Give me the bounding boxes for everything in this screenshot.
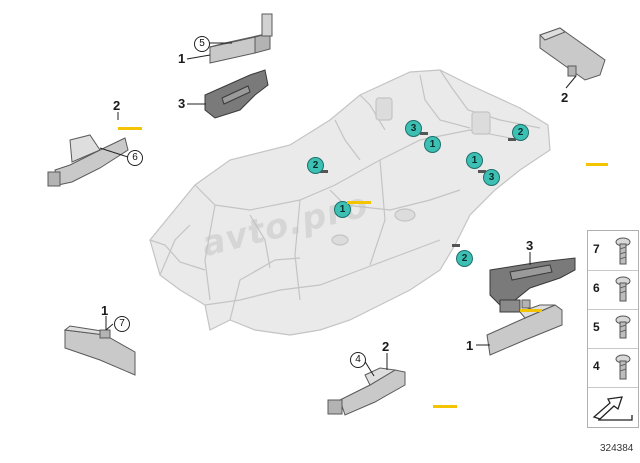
highlight-mark	[520, 309, 542, 312]
direction-arrow-icon	[592, 396, 633, 421]
antenna-bottom-center	[327, 367, 406, 416]
bracket-top-center	[204, 69, 269, 119]
legend-number: 6	[593, 281, 600, 295]
callout-5-top: 5	[194, 36, 210, 52]
callout-3-top: 3	[178, 96, 186, 111]
fastener-legend: 7 6 5 4	[587, 230, 639, 428]
antenna-top-right	[539, 27, 606, 81]
legend-row: 5	[588, 309, 638, 349]
torx-bolt-icon	[615, 315, 631, 339]
position-marker: 1	[424, 136, 441, 153]
torx-bolt-icon	[615, 276, 631, 302]
reference-number: 324384	[600, 443, 634, 454]
antenna-top-center	[209, 13, 273, 64]
legend-number: 5	[593, 320, 600, 334]
legend-row: 7	[588, 231, 638, 271]
callout-3-right: 3	[526, 238, 534, 253]
highlight-mark	[586, 163, 608, 166]
highlight-mark	[433, 405, 457, 408]
position-marker: 2	[512, 124, 529, 141]
bracket-right	[489, 257, 576, 313]
leader-lines	[99, 42, 577, 377]
highlight-mark	[118, 127, 142, 130]
callout-2-bottom: 2	[382, 339, 390, 354]
highlight-mark	[347, 201, 371, 204]
position-marker: 2	[456, 250, 473, 267]
position-marker: 1	[334, 201, 351, 218]
torx-bolt-icon	[615, 237, 631, 265]
position-marker: 3	[405, 120, 422, 137]
callout-1-right: 1	[466, 338, 474, 353]
legend-number: 7	[593, 242, 600, 256]
legend-number: 4	[593, 359, 600, 373]
callout-1-top: 1	[178, 51, 186, 66]
legend-arrow-row	[588, 387, 638, 427]
callout-7-bottom-left: 7	[114, 316, 130, 332]
antenna-left	[47, 134, 129, 187]
callout-2-top-right: 2	[561, 90, 569, 105]
callout-2-left: 2	[113, 98, 121, 113]
torx-bolt-icon	[615, 354, 631, 380]
antenna-right	[486, 299, 563, 356]
position-marker: 2	[307, 157, 324, 174]
position-marker: 3	[483, 169, 500, 186]
legend-row: 4	[588, 348, 638, 388]
antenna-bottom-left	[63, 325, 136, 376]
callout-6-left: 6	[127, 150, 143, 166]
position-marker: 1	[466, 152, 483, 169]
callout-1-bottom-left: 1	[101, 303, 109, 318]
legend-row: 6	[588, 270, 638, 310]
callout-4-bottom: 4	[350, 352, 366, 368]
